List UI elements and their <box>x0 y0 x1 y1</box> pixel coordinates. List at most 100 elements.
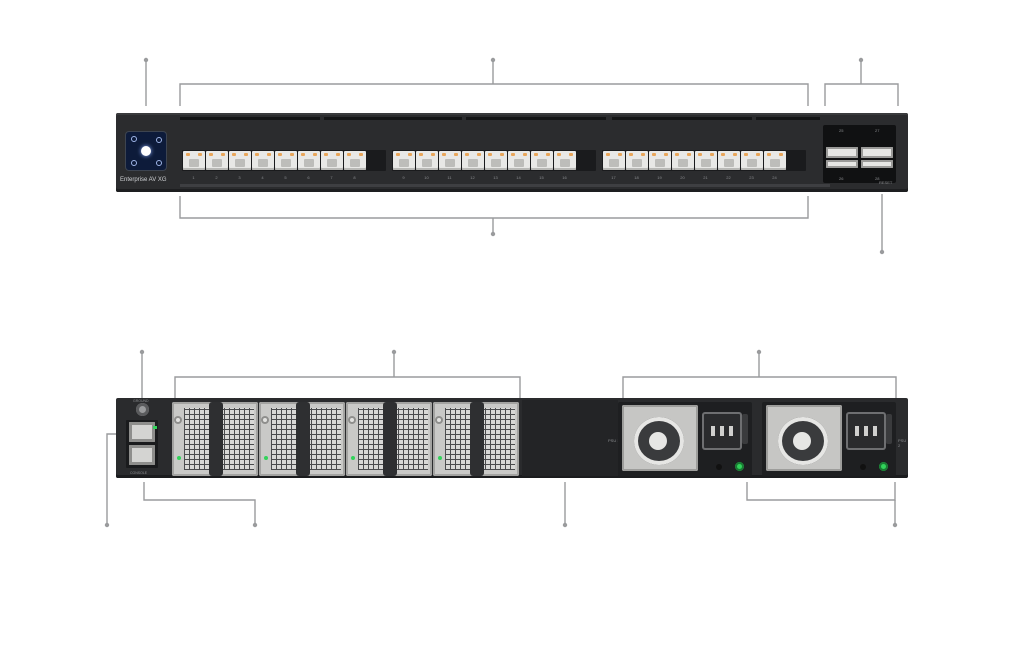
rj45-port[interactable] <box>344 151 366 170</box>
rj45-port[interactable] <box>531 151 553 170</box>
rj45-port[interactable] <box>275 151 297 170</box>
port-jack <box>747 159 757 167</box>
rj45-port[interactable] <box>741 151 763 170</box>
port-jack <box>212 159 222 167</box>
rj45-port-group-2 <box>392 150 596 171</box>
display-icon <box>131 136 137 142</box>
vent-strip <box>324 117 462 120</box>
port-number: 10 <box>424 175 429 180</box>
rj45-port[interactable] <box>649 151 671 170</box>
port-number: 6 <box>307 175 310 180</box>
rj45-port[interactable] <box>321 151 343 170</box>
touchscreen-display[interactable] <box>126 132 166 170</box>
port-number: 5 <box>284 175 287 180</box>
inlet-pin <box>729 426 733 436</box>
sfp-port-25[interactable] <box>826 147 858 158</box>
inlet-pin <box>864 426 868 436</box>
port-jack <box>770 159 780 167</box>
rj45-port[interactable] <box>554 151 576 170</box>
port-number: 2 <box>215 175 218 180</box>
thumbscrew-icon[interactable] <box>261 416 269 424</box>
rj45-port[interactable] <box>603 151 625 170</box>
port-number: 8 <box>353 175 356 180</box>
rj45-port[interactable] <box>393 151 415 170</box>
sfp-port-28[interactable] <box>861 160 893 168</box>
rj45-port[interactable] <box>229 151 251 170</box>
port-number: 9 <box>402 175 405 180</box>
port-jack <box>189 159 199 167</box>
port-jack <box>678 159 688 167</box>
psu-latch[interactable] <box>742 414 748 444</box>
port-jack <box>609 159 619 167</box>
fan-module-3[interactable] <box>346 402 432 476</box>
console-label: CONSOLE <box>130 471 148 475</box>
port-number: 24 <box>772 175 777 180</box>
psu-fan-icon <box>634 417 684 465</box>
fan-handle[interactable] <box>470 402 484 476</box>
rj45-port[interactable] <box>695 151 717 170</box>
port-jack <box>235 159 245 167</box>
inlet-pin <box>855 426 859 436</box>
ground-label: GROUND <box>133 399 149 403</box>
sfp-label: 25 <box>839 128 844 133</box>
fan-handle[interactable] <box>296 402 310 476</box>
ground-screw-icon[interactable] <box>136 403 149 416</box>
port-number: 15 <box>539 175 544 180</box>
vent-strip <box>180 117 320 120</box>
model-label: Enterprise AV XG <box>120 177 167 183</box>
sfp-port-26[interactable] <box>826 160 858 168</box>
port-jack <box>281 159 291 167</box>
fan-module-2[interactable] <box>259 402 345 476</box>
console-port[interactable] <box>129 445 155 465</box>
thumbscrew-icon[interactable] <box>435 416 443 424</box>
fan-module-4[interactable] <box>433 402 519 476</box>
power-icon <box>131 160 137 166</box>
port-jack <box>422 159 432 167</box>
fan-status-led <box>351 456 355 460</box>
port-number: 19 <box>657 175 662 180</box>
rj45-port[interactable] <box>206 151 228 170</box>
port-number: 7 <box>330 175 333 180</box>
rj45-port[interactable] <box>462 151 484 170</box>
management-port[interactable] <box>129 422 157 442</box>
port-number: 11 <box>447 175 452 180</box>
port-number: 14 <box>516 175 521 180</box>
power-supply-1[interactable] <box>618 402 752 476</box>
rj45-port[interactable] <box>183 151 205 170</box>
link-led <box>153 426 157 429</box>
fan-status-led <box>438 456 442 460</box>
rj45-port[interactable] <box>439 151 461 170</box>
sfp-port-27[interactable] <box>861 147 893 158</box>
rj45-port[interactable] <box>626 151 648 170</box>
rj45-port[interactable] <box>718 151 740 170</box>
port-jack <box>655 159 665 167</box>
status-orb-icon <box>141 146 151 156</box>
gear-icon <box>156 160 162 166</box>
fan-handle[interactable] <box>383 402 397 476</box>
power-supply-2[interactable] <box>762 402 896 476</box>
rj45-port[interactable] <box>485 151 507 170</box>
ac-inlet[interactable] <box>702 412 742 450</box>
ac-inlet[interactable] <box>846 412 886 450</box>
port-number: 1 <box>192 175 195 180</box>
thumbscrew-icon[interactable] <box>348 416 356 424</box>
rj45-port[interactable] <box>508 151 530 170</box>
rj45-port[interactable] <box>298 151 320 170</box>
fan-module-1[interactable] <box>172 402 258 476</box>
fan-handle[interactable] <box>209 402 223 476</box>
rj45-port[interactable] <box>416 151 438 170</box>
psu-latch[interactable] <box>886 414 892 444</box>
fan-status-led <box>264 456 268 460</box>
rj45-port[interactable] <box>764 151 786 170</box>
sfp-label: 26 <box>839 176 844 181</box>
psu-label: PSU 2 <box>898 438 907 448</box>
blank-plate <box>522 400 618 476</box>
rj45-port[interactable] <box>672 151 694 170</box>
rj45-port[interactable] <box>252 151 274 170</box>
sfp-cage: 25 27 26 28 <box>823 125 896 183</box>
port-number: 18 <box>634 175 639 180</box>
thumbscrew-icon[interactable] <box>174 416 182 424</box>
